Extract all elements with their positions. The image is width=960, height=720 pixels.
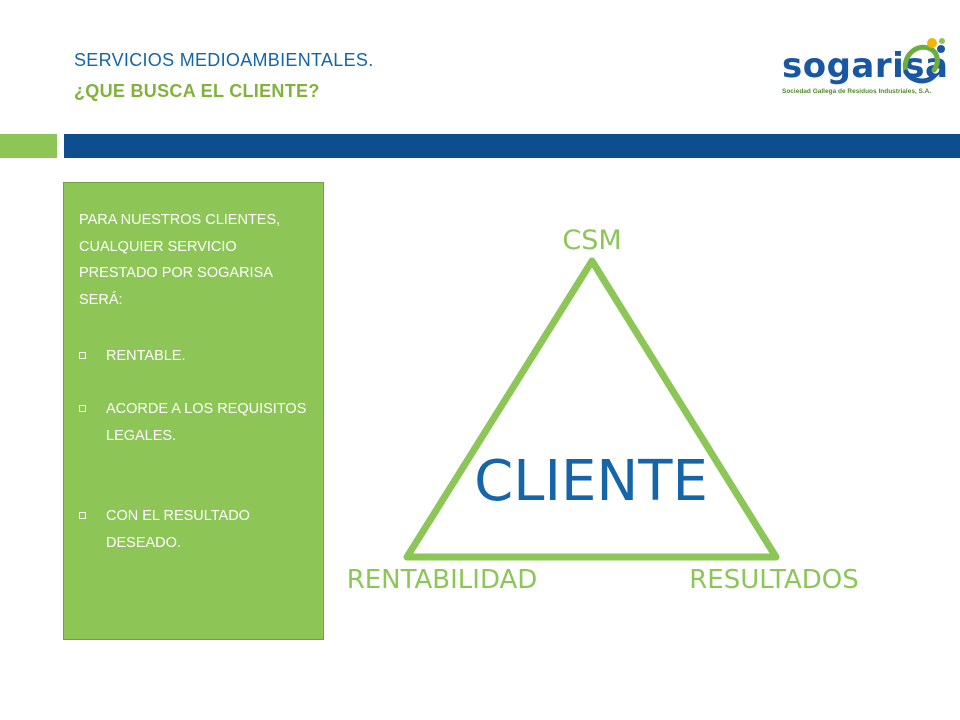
square-bullet-icon bbox=[79, 405, 86, 412]
header-accent-green bbox=[0, 134, 57, 158]
slide-title: SERVICIOS MEDIOAMBIENTALES. bbox=[74, 50, 374, 70]
logo-tagline: Sociedad Gallega de Residuos Industriale… bbox=[782, 88, 932, 95]
header-accent-blue bbox=[64, 134, 960, 158]
square-bullet-icon bbox=[79, 512, 86, 519]
panel-intro-text: PARA NUESTROS CLIENTES, CUALQUIER SERVIC… bbox=[79, 212, 281, 308]
square-bullet-icon bbox=[79, 352, 86, 359]
vertex-label-top: CSM bbox=[562, 225, 621, 256]
slide-subtitle: ¿QUE BUSCA EL CLIENTE? bbox=[74, 81, 320, 101]
bullet-item: ACORDE A LOS REQUISITOS LEGALES. bbox=[106, 401, 307, 444]
requirements-panel: PARA NUESTROS CLIENTES, CUALQUIER SERVIC… bbox=[63, 182, 324, 640]
leaf-swirl-icon bbox=[902, 38, 945, 84]
center-label: CLIENTE bbox=[474, 449, 708, 514]
sogarisa-logo: sogarisa Sociedad Gallega de Residuos In… bbox=[776, 36, 952, 106]
vertex-label-bottom-right: RESULTADOS bbox=[689, 565, 859, 595]
bullet-item: CON EL RESULTADO DESEADO. bbox=[106, 508, 250, 551]
client-triangle-diagram: CSM CLIENTE RENTABILIDAD RESULTADOS bbox=[347, 225, 859, 595]
triangle-shape bbox=[403, 257, 780, 561]
bullet-item: RENTABLE. bbox=[106, 348, 186, 364]
vertex-label-bottom-left: RENTABILIDAD bbox=[347, 565, 538, 595]
